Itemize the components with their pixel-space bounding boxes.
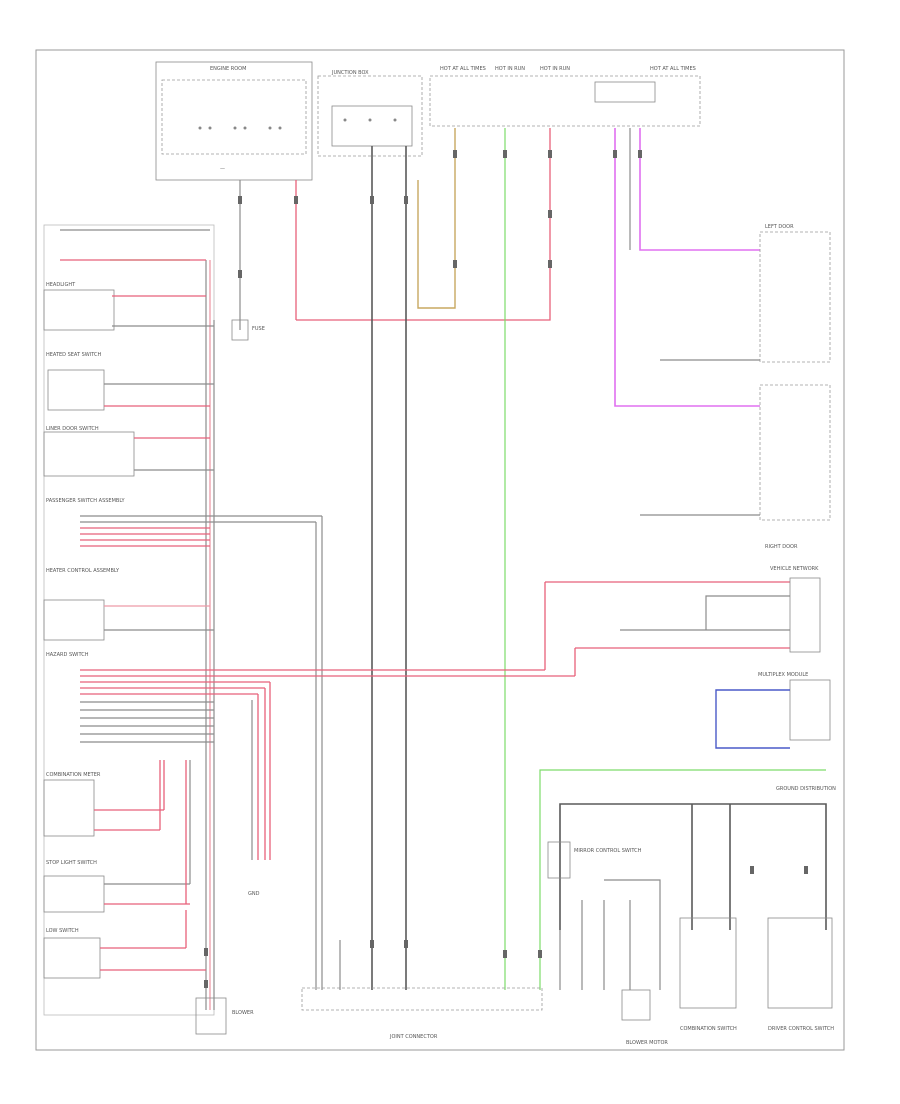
driver-control-label: DRIVER CONTROL SWITCH (768, 1026, 834, 1032)
svg-text:BLOWER: BLOWER (232, 1010, 254, 1016)
multiplex-label: MULTIPLEX MODULE (758, 672, 808, 678)
blower-motor-label: BLOWER MOTOR (626, 1040, 668, 1046)
fuse-label-2: HOT IN RUN (495, 66, 525, 72)
heated-seat-label: HEATED SEAT SWITCH (46, 352, 101, 358)
junction-connector-label: JOINT CONNECTOR (389, 1034, 438, 1040)
left-components: HEADLIGHT HEATED SEAT SWITCH LINER DOOR … (43, 282, 135, 979)
svg-text:—: — (220, 166, 225, 172)
fuse-label-1: HOT AT ALL TIMES (440, 66, 486, 72)
fuse-label-4: HOT AT ALL TIMES (650, 66, 696, 72)
engine-room-label: ENGINE ROOM (210, 66, 246, 72)
vehicle-network-label: VEHICLE NETWORK (770, 566, 819, 572)
stop-light-label: STOP LIGHT SWITCH (46, 860, 97, 866)
combination-switch-label: COMBINATION SWITCH (680, 1026, 737, 1032)
ground-dist-label: GROUND DISTRIBUTION (776, 786, 836, 792)
liner-door-label: LINER DOOR SWITCH (46, 426, 99, 432)
svg-text:FUSE: FUSE (252, 326, 265, 332)
mirror-control-label: MIRROR CONTROL SWITCH (574, 848, 642, 854)
hazard-switch-label: HAZARD SWITCH (46, 652, 89, 658)
junction-box-label: JUNCTION BOX (331, 70, 369, 76)
connector-markers (204, 150, 808, 988)
heater-control-label: HEATER CONTROL ASSEMBLY (46, 568, 120, 574)
fuse-block: HOT AT ALL TIMES HOT IN RUN HOT IN RUN H… (429, 66, 701, 127)
headlight-label: HEADLIGHT (46, 282, 76, 288)
right-components: LEFT DOOR RIGHT DOOR VEHICLE NETWORK MUL… (758, 224, 836, 792)
low-switch-label: LOW SWITCH (46, 928, 79, 934)
combination-meter-label: COMBINATION METER (46, 772, 101, 778)
engine-room-box: ENGINE ROOM — (155, 61, 313, 181)
left-door-label: LEFT DOOR (765, 224, 794, 230)
svg-text:GND: GND (248, 891, 260, 897)
right-door-label: RIGHT DOOR (765, 544, 798, 550)
diagram-frame (35, 49, 845, 1051)
fuse-label-3: HOT IN RUN (540, 66, 570, 72)
bottom-components: MIRROR CONTROL SWITCH JOINT CONNECTOR BL… (301, 841, 834, 1046)
passenger-switch-label: PASSENGER SWITCH ASSEMBLY (46, 498, 125, 504)
junction-box: JUNCTION BOX (317, 70, 423, 157)
